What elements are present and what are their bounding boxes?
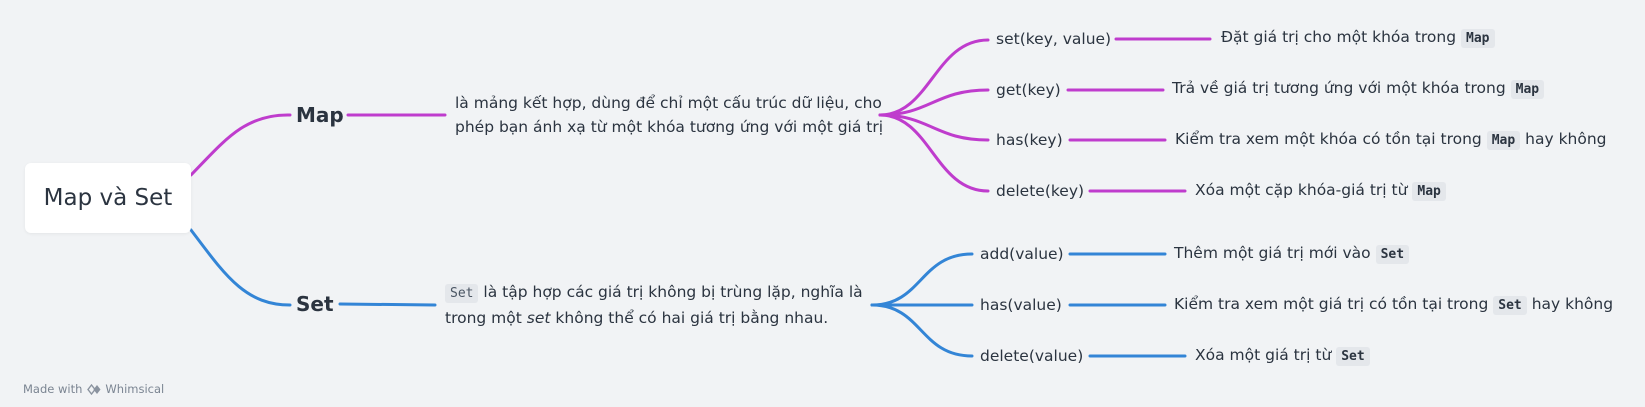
- set-node[interactable]: Set: [296, 292, 334, 316]
- set-description-line-2-pre: trong một: [445, 309, 522, 327]
- set-add-detail-code: Set: [1375, 245, 1410, 264]
- set-desc-to-add-method-connector: [870, 252, 974, 307]
- root-node[interactable]: Map và Set: [25, 163, 191, 233]
- map-method-has-label: has(key): [996, 131, 1063, 149]
- whimsical-logo-icon: [87, 383, 101, 395]
- set-delete-detail-code: Set: [1336, 347, 1370, 366]
- map-has-detail-node[interactable]: Kiểm tra xem một khóa có tồn tại trong M…: [1175, 128, 1607, 152]
- map-desc-to-set-method-connector: [878, 38, 990, 117]
- map-has-detail-code: Map: [1486, 131, 1521, 150]
- map-delete-detail-text: Xóa một cặp khóa-giá trị từ: [1195, 181, 1408, 199]
- map-method-delete-label: delete(key): [996, 182, 1085, 200]
- root-node-title: Map và Set: [43, 185, 173, 211]
- map-method-get[interactable]: get(key): [996, 79, 1061, 101]
- map-get-detail-code: Map: [1510, 80, 1545, 99]
- map-method-get-label: get(key): [996, 81, 1061, 99]
- set-method-add[interactable]: add(value): [980, 243, 1064, 265]
- set-has-detail-code: Set: [1493, 296, 1527, 315]
- made-with-footer[interactable]: Made with Whimsical: [23, 382, 164, 396]
- set-node-title: Set: [296, 292, 334, 316]
- map-description-line-1: là mảng kết hợp, dùng để chỉ một cấu trú…: [455, 94, 882, 112]
- map-description-line-2: phép bạn ánh xạ từ một khóa tương ứng vớ…: [455, 118, 884, 136]
- map-method-set-label: set(key, value): [996, 30, 1112, 48]
- set-add-detail-text: Thêm một giá trị mới vào: [1174, 244, 1371, 262]
- map-method-set[interactable]: set(key, value): [996, 28, 1111, 50]
- map-set-detail-code: Map: [1461, 29, 1495, 48]
- set-connectors: [189, 228, 1187, 358]
- set-delete-detail-text: Xóa một giá trị từ: [1195, 346, 1332, 364]
- map-node-title: Map: [296, 103, 344, 127]
- map-desc-to-get-method-connector: [878, 88, 990, 117]
- map-set-detail-text: Đặt giá trị cho một khóa trong: [1221, 28, 1457, 46]
- map-delete-detail-node[interactable]: Xóa một cặp khóa-giá trị từ Map: [1195, 179, 1446, 203]
- map-method-delete[interactable]: delete(key): [996, 180, 1084, 202]
- map-get-detail-text: Trả về giá trị tương ứng với một khóa tr…: [1172, 79, 1506, 97]
- map-connectors: [189, 37, 1212, 193]
- set-description-line-1: là tập hợp các giá trị không bị trùng lặ…: [483, 283, 863, 301]
- set-method-delete[interactable]: delete(value): [980, 345, 1083, 367]
- set-description-line-2-post: không thể có hai giá trị bằng nhau.: [555, 309, 829, 327]
- map-get-detail-node[interactable]: Trả về giá trị tương ứng với một khóa tr…: [1172, 77, 1545, 101]
- set-method-has-label: has(value): [980, 296, 1062, 314]
- made-with-label: Made with: [23, 382, 83, 396]
- map-desc-to-delete-method-connector: [878, 113, 990, 193]
- set-description-code: Set: [445, 284, 479, 303]
- set-delete-detail-node[interactable]: Xóa một giá trị từ Set: [1195, 344, 1370, 368]
- set-desc-to-delete-method-connector: [870, 303, 974, 358]
- set-has-detail-node[interactable]: Kiểm tra xem một giá trị có tồn tại tron…: [1174, 293, 1613, 317]
- map-delete-detail-code: Map: [1412, 182, 1446, 201]
- map-has-detail-suffix: hay không: [1525, 130, 1607, 148]
- map-description-node[interactable]: là mảng kết hợp, dùng để chỉ một cấu trú…: [455, 91, 883, 139]
- set-method-has[interactable]: has(value): [980, 294, 1062, 316]
- set-description-node[interactable]: Set là tập hợp các giá trị không bị trùn…: [445, 280, 863, 330]
- set-add-detail-node[interactable]: Thêm một giá trị mới vào Set: [1174, 242, 1410, 266]
- whimsical-brand-link[interactable]: Whimsical: [87, 382, 164, 396]
- map-desc-to-has-method-connector: [878, 113, 990, 142]
- map-method-has[interactable]: has(key): [996, 129, 1063, 151]
- set-to-desc-connector: [338, 302, 437, 307]
- root-to-set-connector: [189, 228, 292, 307]
- set-has-detail-text: Kiểm tra xem một giá trị có tồn tại tron…: [1174, 295, 1489, 313]
- set-description-line-2-em: set: [526, 309, 551, 327]
- whimsical-brand-label: Whimsical: [105, 382, 165, 396]
- set-has-detail-suffix: hay không: [1531, 295, 1614, 313]
- map-node[interactable]: Map: [296, 103, 344, 127]
- root-to-map-connector: [189, 113, 292, 177]
- map-set-detail-node[interactable]: Đặt giá trị cho một khóa trong Map: [1221, 26, 1495, 50]
- map-has-detail-text: Kiểm tra xem một khóa có tồn tại trong: [1175, 130, 1482, 148]
- set-method-delete-label: delete(value): [980, 347, 1084, 365]
- set-method-add-label: add(value): [980, 245, 1064, 263]
